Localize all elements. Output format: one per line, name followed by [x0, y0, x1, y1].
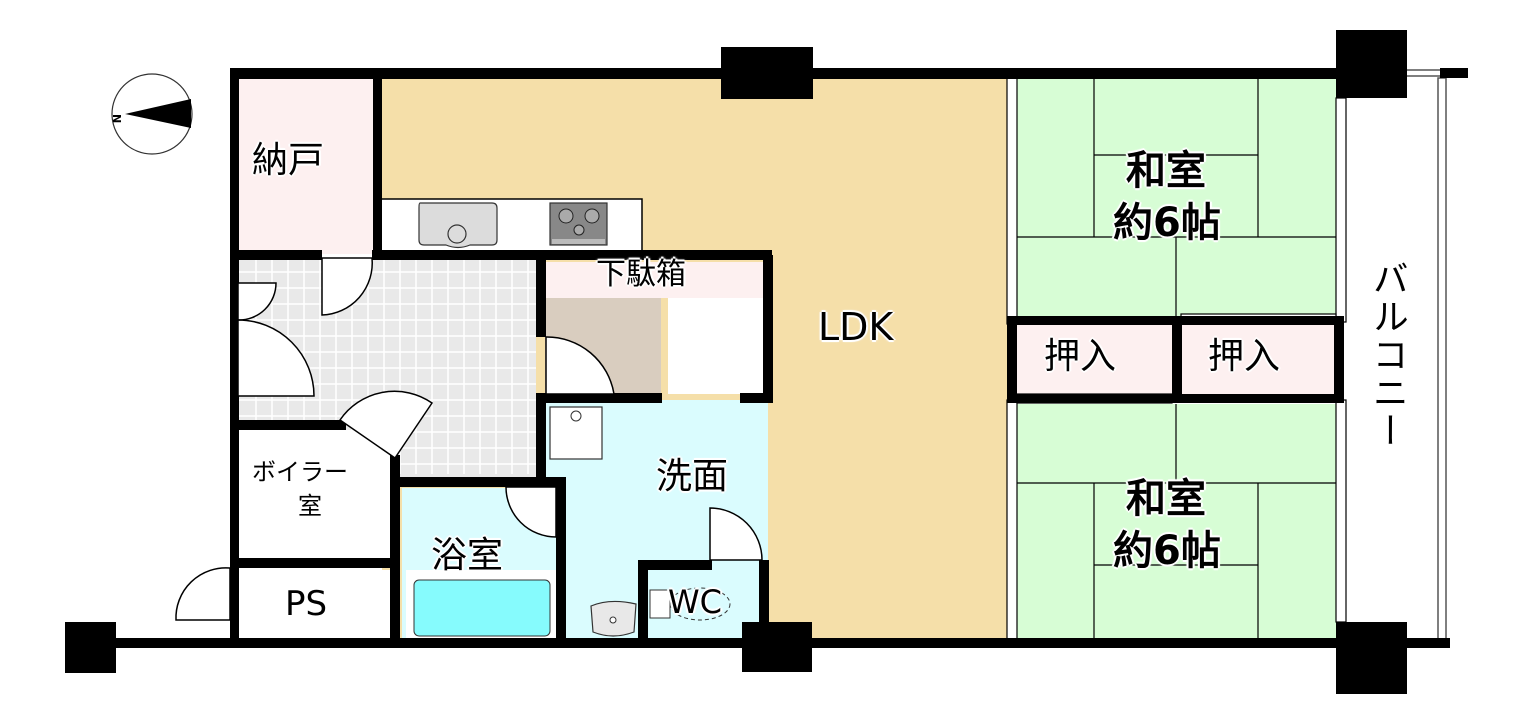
- balcony-rail: [1404, 69, 1447, 647]
- room-label-balcony: バルコニー: [1366, 260, 1408, 450]
- room-label-boiler-line1: ボイラー: [252, 458, 348, 486]
- room-label-oshiire-right: 押入: [1208, 336, 1281, 377]
- structural-columns: [65, 30, 1407, 694]
- oshiire-left-floor: [1017, 322, 1173, 394]
- door-nando: [321, 257, 373, 316]
- genkan-tile-grid: [236, 258, 536, 474]
- getabako-floor: [545, 262, 763, 298]
- room-label-boiler-line2: 室: [298, 492, 322, 520]
- doors: [175, 257, 763, 621]
- room-label-getabako: 下駄箱: [596, 257, 686, 292]
- gas-stove-icon: [549, 202, 608, 246]
- room-label-wc: WC: [668, 583, 722, 621]
- room-label-washitsu-upper-line2: 約6帖: [1113, 200, 1221, 246]
- toilet-icon: [649, 587, 731, 621]
- room-label-washitsu-lower-line1: 和室: [1126, 476, 1206, 522]
- washbasin-icon: [590, 600, 637, 637]
- ps-floor: [236, 570, 392, 642]
- room-label-senmen: 洗面: [656, 456, 729, 497]
- door-entrance-main: [237, 319, 315, 397]
- compass-icon: N: [110, 73, 193, 155]
- room-label-washitsu-upper-line1: 和室: [1126, 148, 1206, 194]
- room-label-bath: 浴室: [431, 535, 504, 576]
- door-bath: [505, 486, 557, 538]
- room-label-ldk: LDK: [818, 305, 894, 349]
- door-ps: [175, 567, 231, 621]
- bathtub: [413, 579, 551, 637]
- svg-text:N: N: [110, 114, 123, 123]
- door-wc: [709, 507, 763, 561]
- door-boiler: [338, 390, 434, 460]
- tatami-lines: [1016, 78, 1336, 642]
- washing-machine-pan-icon: [549, 406, 603, 460]
- oshiire-right-floor: [1181, 322, 1335, 394]
- boiler-floor: [236, 430, 392, 560]
- room-label-nando: 納戸: [252, 140, 325, 181]
- room-label-washitsu-lower-line2: 約6帖: [1113, 528, 1221, 574]
- nando-floor: [236, 78, 376, 254]
- room-label-ps: PS: [285, 584, 328, 624]
- shoe-closet-white: [668, 298, 763, 394]
- room-label-oshiire-left: 押入: [1044, 336, 1117, 377]
- door-shoe-closet: [545, 336, 615, 395]
- kitchen-sink-icon: [418, 202, 498, 249]
